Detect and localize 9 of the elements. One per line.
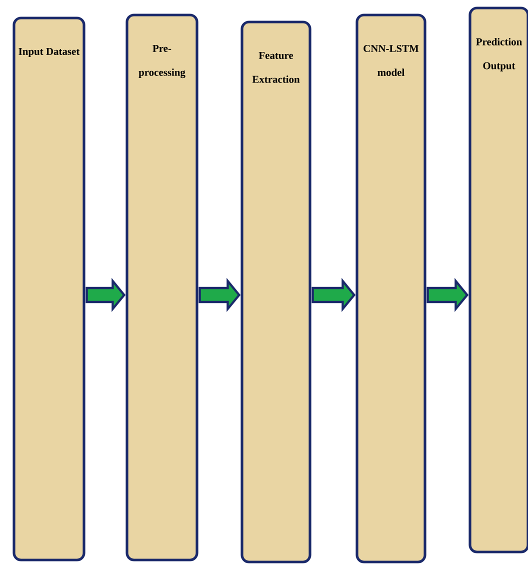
process-box: Pre-processing (126, 14, 198, 562)
process-box: Input Dataset (12, 16, 86, 562)
block-arrow (86, 278, 126, 312)
block-arrow (312, 278, 356, 312)
block-arrow (426, 278, 469, 312)
block-arrow (198, 278, 241, 312)
process-box: Prediction Output (468, 6, 528, 554)
process-box: Feature Extraction (240, 20, 312, 564)
process-box: CNN-LSTM model (356, 14, 426, 564)
